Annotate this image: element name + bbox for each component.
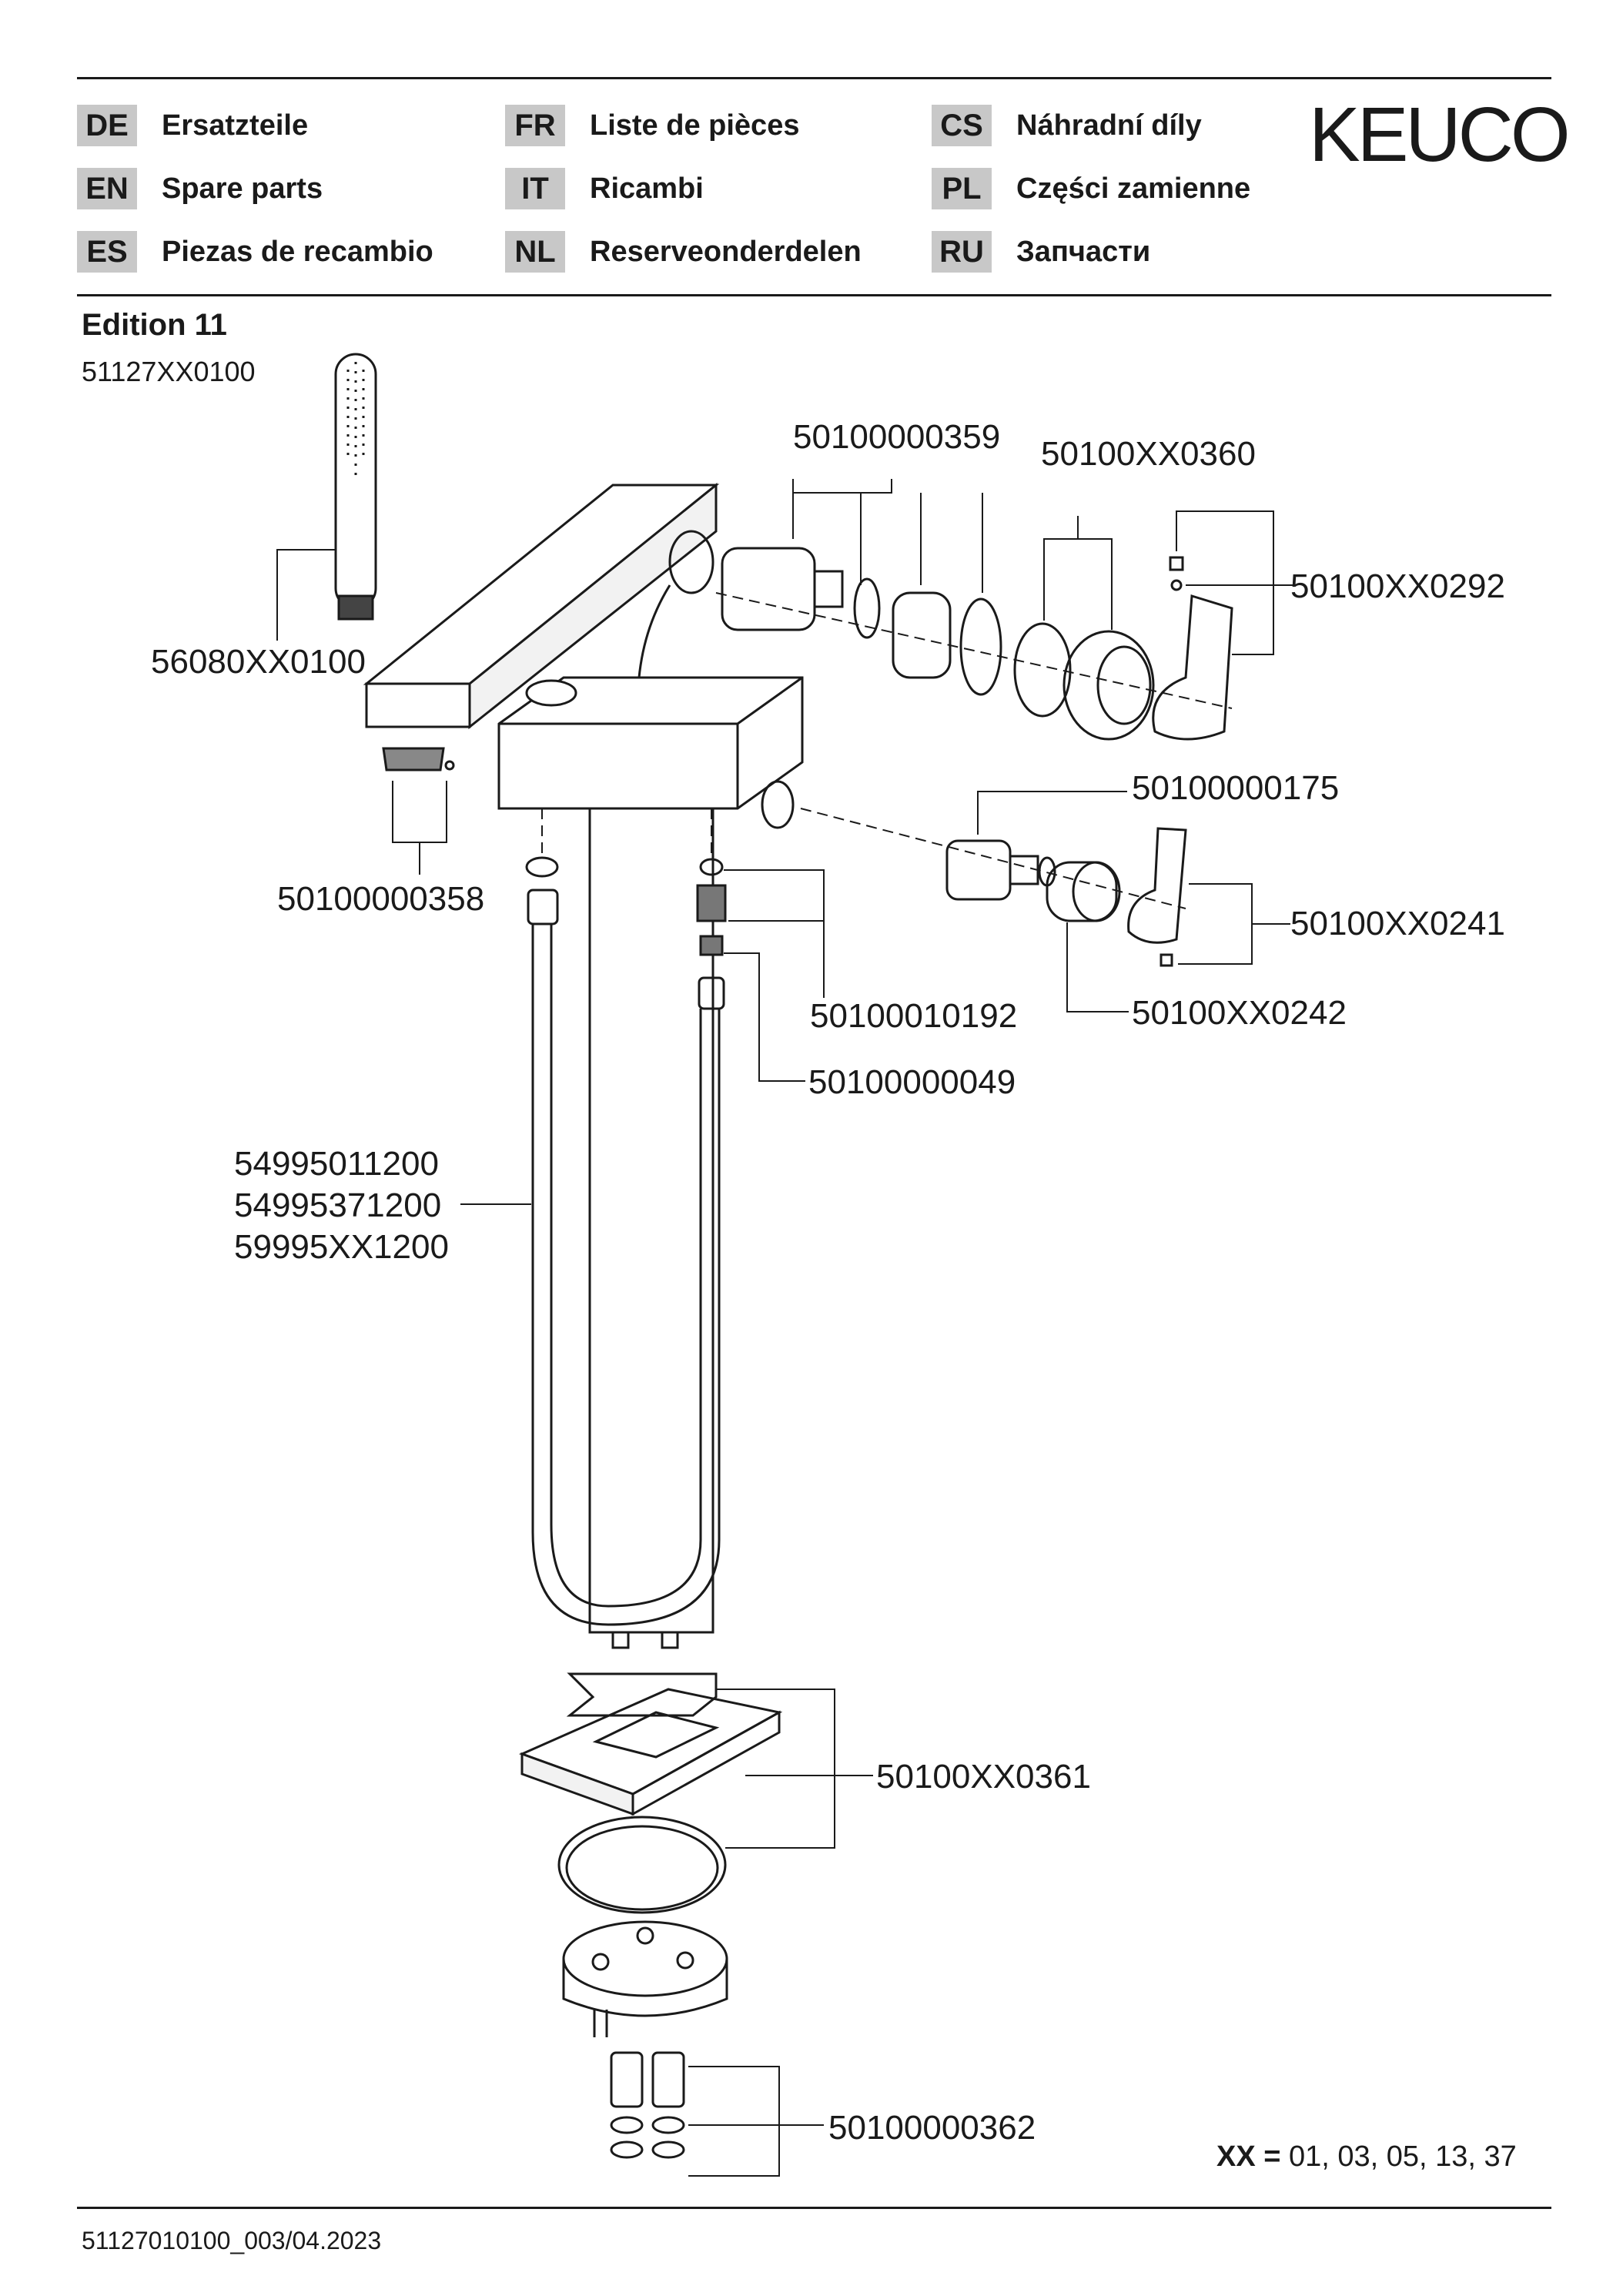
leader-lines [276, 479, 1293, 2177]
lang-code-de: DE [77, 105, 137, 146]
product-title: Edition 11 [82, 308, 227, 342]
floor-mount [562, 1920, 728, 2037]
lang-code-nl: NL [505, 231, 565, 273]
lang-label-ru: Запчасти [1016, 236, 1151, 268]
cartridge-assembly [721, 547, 1002, 696]
lang-label-de: Ersatzteile [162, 109, 309, 142]
part-labels: 50100000359 50100XX0360 50100XX0292 5608… [151, 418, 1505, 2147]
upper-lever [1152, 556, 1233, 741]
variants-values: 01, 03, 05, 13, 37 [1289, 2140, 1517, 2173]
lang-label-es: Piezas de recambio [162, 236, 433, 268]
lang-label-it: Ricambi [590, 172, 704, 205]
header-bottom-rule [77, 294, 1551, 296]
part-number: 50100XX0241 [1290, 905, 1505, 942]
part-number: 50100XX0292 [1290, 567, 1505, 605]
part-number: 54995371200 [234, 1186, 441, 1224]
part-number: 50100000359 [793, 418, 1000, 456]
lower-cartridge-assembly [945, 839, 1121, 922]
color-variants: XX = 01, 03, 05, 13, 37 [1216, 2140, 1517, 2174]
lang-code-cs: CS [932, 105, 992, 146]
lang-code-fr: FR [505, 105, 565, 146]
cover-ring-assembly [1013, 622, 1155, 741]
floor-rosette [518, 1672, 783, 1914]
part-number: 50100000362 [828, 2109, 1036, 2147]
lang-code-ru: RU [932, 231, 992, 273]
spout-body [363, 482, 720, 732]
part-number: 50100010192 [810, 997, 1017, 1035]
footer-rule [77, 2207, 1551, 2209]
aerator [382, 747, 455, 771]
lang-label-en: Spare parts [162, 172, 323, 205]
part-number: 50100000049 [808, 1063, 1016, 1101]
lang-code-en: EN [77, 168, 137, 209]
lang-label-fr: Liste de pièces [590, 109, 800, 142]
part-number: 56080XX0100 [151, 643, 366, 681]
lang-code-pl: PL [932, 168, 992, 209]
mixer-column [497, 676, 804, 1649]
brand-logo: KEUCO [1309, 92, 1571, 178]
hand-shower [334, 353, 377, 621]
lang-label-pl: Części zamienne [1016, 172, 1251, 205]
header-top-rule [77, 77, 1551, 79]
part-number: 59995XX1200 [234, 1228, 449, 1266]
document-id: 51127010100_003/04.2023 [82, 2227, 382, 2254]
part-number: 50100000175 [1132, 769, 1339, 807]
hose-connectors [525, 856, 727, 1010]
assembly-axis-lines [541, 592, 1233, 909]
lang-label-nl: Reserveonderdelen [590, 236, 862, 268]
article-number: 51127XX0100 [82, 356, 256, 387]
lang-code-es: ES [77, 231, 137, 273]
variants-key: XX = [1216, 2140, 1281, 2173]
shower-hose [531, 924, 721, 1626]
part-number: 50100XX0242 [1132, 994, 1347, 1032]
lang-code-it: IT [505, 168, 565, 209]
lang-label-cs: Náhradní díly [1016, 109, 1202, 142]
part-number: 50100XX0361 [876, 1758, 1091, 1796]
inlet-fittings [610, 2051, 685, 2159]
part-number: 50100000358 [277, 880, 484, 918]
lower-lever [1127, 827, 1187, 967]
part-number: 54995011200 [234, 1145, 439, 1183]
part-number: 50100XX0360 [1041, 435, 1256, 473]
